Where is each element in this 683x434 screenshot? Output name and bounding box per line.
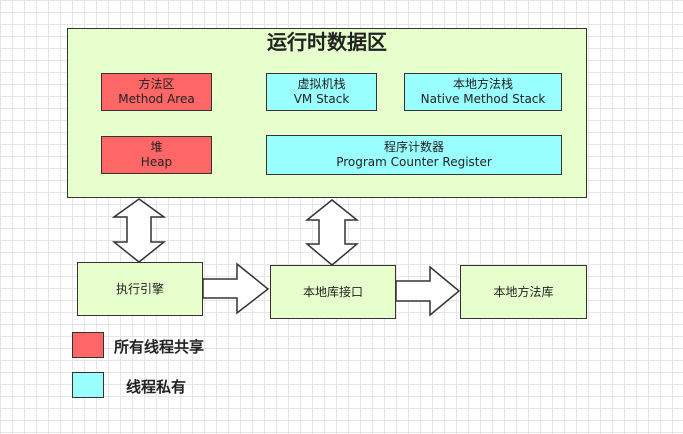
native-interface-box: 本地库接口: [270, 265, 396, 319]
execution-engine-box: 执行引擎: [77, 262, 203, 316]
pc-register-zh: 程序计数器: [383, 140, 444, 154]
vm-stack-zh: 虚拟机栈: [297, 77, 346, 91]
heap-zh: 堆: [150, 140, 163, 154]
double-arrow-engine: [111, 198, 167, 263]
legend-shared-label: 所有线程共享: [114, 338, 205, 356]
native-interface-label: 本地库接口: [302, 284, 363, 299]
heap-en: Heap: [140, 155, 173, 169]
vm-stack-en: VM Stack: [293, 92, 350, 106]
vm-stack-box: 虚拟机栈 VM Stack: [266, 73, 377, 111]
arrow-interface-to-library: [395, 265, 461, 317]
legend-shared-swatch: [72, 332, 104, 358]
native-method-stack-en: Native Method Stack: [420, 92, 546, 106]
legend-private-label: 线程私有: [126, 378, 187, 396]
native-library-label: 本地方法库: [493, 284, 554, 299]
method-area-box: 方法区 Method Area: [101, 73, 212, 111]
native-library-box: 本地方法库: [460, 265, 587, 319]
arrow-engine-to-interface: [202, 262, 270, 315]
method-area-en: Method Area: [118, 92, 195, 106]
execution-engine-label: 执行引擎: [115, 281, 164, 296]
legend-private-swatch: [72, 372, 104, 398]
pc-register-en: Program Counter Register: [336, 155, 492, 169]
runtime-data-area-title: 运行时数据区: [267, 30, 387, 54]
native-method-stack-zh: 本地方法栈: [452, 77, 513, 91]
native-method-stack-box: 本地方法栈 Native Method Stack: [404, 73, 562, 111]
method-area-zh: 方法区: [138, 77, 175, 91]
pc-register-box: 程序计数器 Program Counter Register: [266, 135, 562, 175]
double-arrow-native-interface: [304, 199, 360, 266]
heap-box: 堆 Heap: [101, 136, 212, 174]
